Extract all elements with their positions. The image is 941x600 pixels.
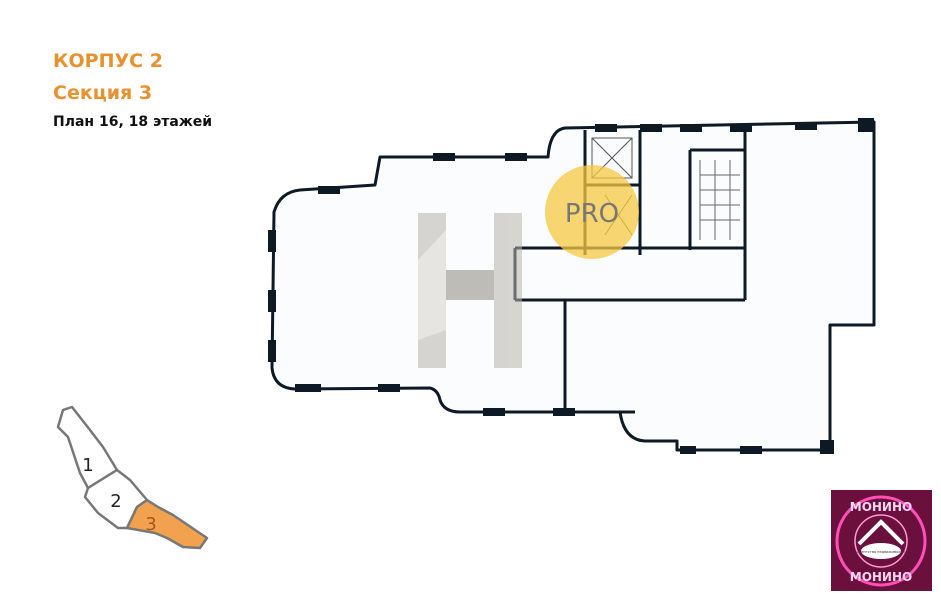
minimap-section-3[interactable] xyxy=(125,498,209,550)
section-minimap xyxy=(56,405,209,550)
logo-bottom-text: МОНИНО xyxy=(850,570,912,584)
window-blocks xyxy=(268,118,874,454)
section-title: Секция 3 xyxy=(53,82,153,104)
minimap-label-1: 1 xyxy=(82,455,93,476)
logo-watermark-h xyxy=(418,213,522,368)
plan-subtitle: План 16, 18 этажей xyxy=(53,114,213,130)
minimap-section-2[interactable] xyxy=(83,468,149,530)
minimap-label-2: 2 xyxy=(110,491,121,512)
logo-top-text: МОНИНО xyxy=(850,500,912,514)
minimap-label-3: 3 xyxy=(145,514,156,535)
building-title: КОРПУС 2 xyxy=(53,50,163,72)
agency-logo: МОНИНО МОНИНО Агентство недвижимости xyxy=(831,490,932,591)
pro-watermark-text: PRO xyxy=(565,199,619,229)
pro-watermark: PRO xyxy=(545,165,639,259)
logo-bubble-text: Агентство недвижимости xyxy=(857,550,905,554)
staircase xyxy=(699,160,740,240)
